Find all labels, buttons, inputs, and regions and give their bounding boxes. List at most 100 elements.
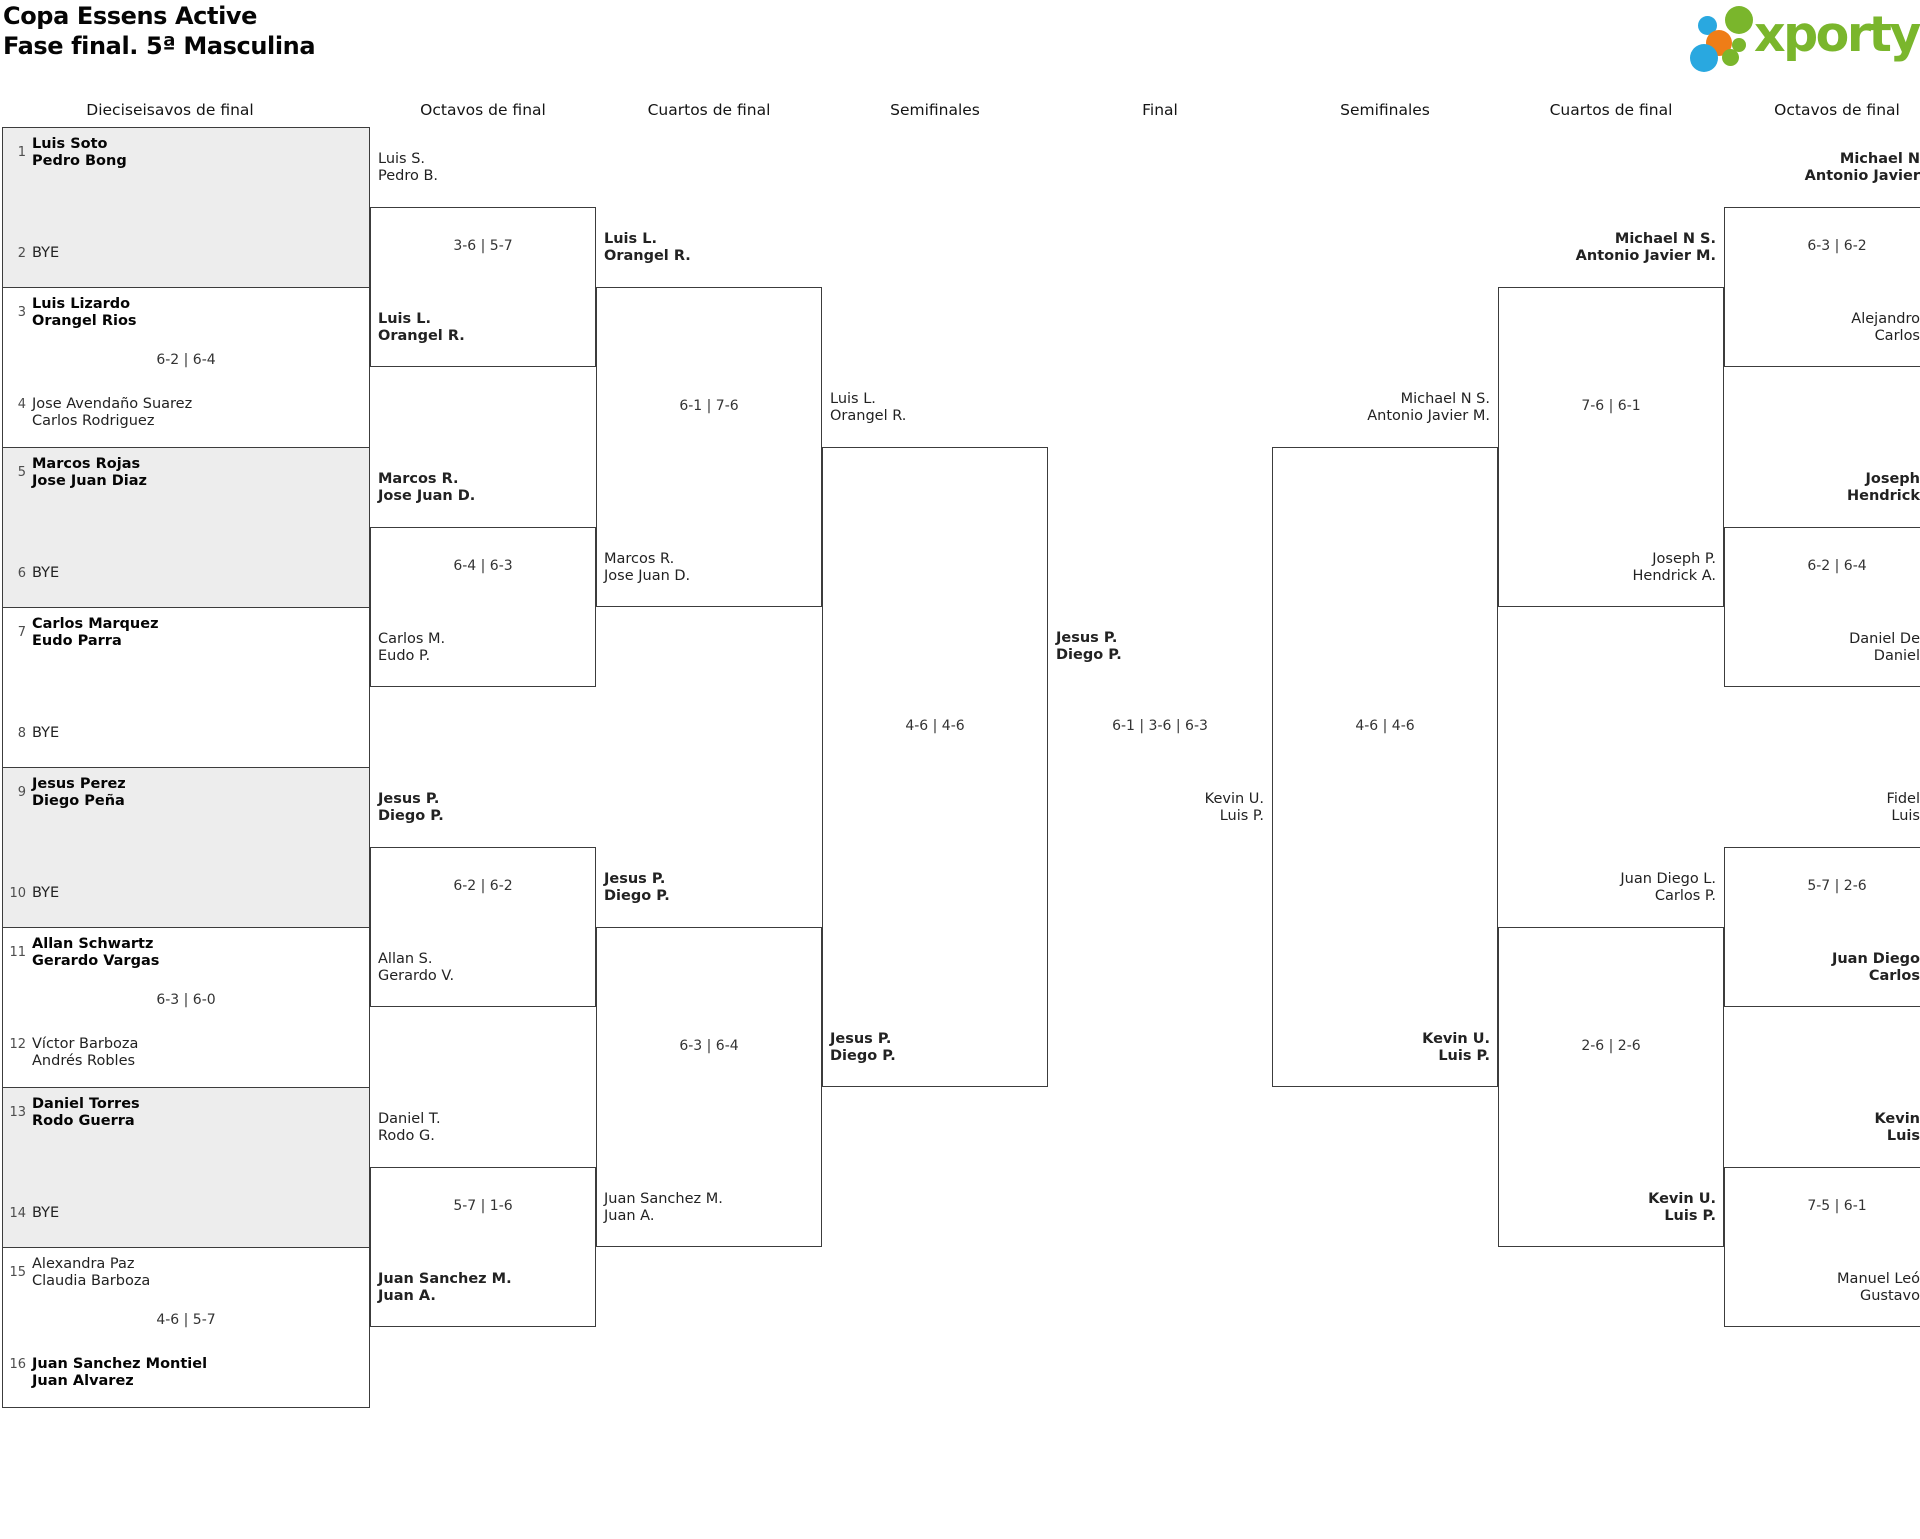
round-header-octavos-right: Octavos de final	[1774, 101, 1900, 119]
team-label: Marcos R.Jose Juan D.	[604, 551, 691, 584]
team-label: Luis L.Orangel R.	[378, 311, 465, 344]
team-label: Luis L.Orangel R.	[830, 391, 907, 424]
round-header-final: Final	[1142, 101, 1178, 119]
match-score: 6-2 | 6-4	[156, 352, 216, 368]
team-label: Luis S.Pedro B.	[378, 151, 439, 184]
team-label: Joseph P.Hendrick A.	[1632, 551, 1716, 584]
seed-number: 16	[9, 1357, 26, 1372]
seed-number: 2	[17, 246, 26, 261]
match-score: 4-6 | 4-6	[1355, 718, 1415, 734]
round-header-cuartos-right: Cuartos de final	[1549, 101, 1673, 119]
team-name: BYE	[32, 725, 60, 741]
cuartos-right-match-box	[1498, 927, 1724, 1247]
page-title: Copa Essens Active Fase final. 5ª Mascul…	[3, 1, 316, 61]
seed-number: 8	[17, 726, 26, 741]
team-name: BYE	[32, 245, 60, 261]
match-score: 6-2 | 6-4	[1807, 558, 1867, 574]
match-score: 6-1 | 7-6	[679, 398, 739, 414]
match-score: 7-6 | 6-1	[1581, 398, 1641, 414]
team-label: Jesus P.Diego P.	[604, 871, 670, 904]
match-score: 7-5 | 6-1	[1807, 1198, 1867, 1214]
team-label: Michael N S.Antonio Javier M.	[1575, 231, 1716, 264]
seed-number: 6	[17, 566, 26, 581]
match-score: 5-7 | 1-6	[453, 1198, 513, 1214]
cuartos-left-match-box	[596, 927, 822, 1247]
match-score: 6-2 | 6-2	[453, 878, 513, 894]
octavos-right-match-box	[1724, 1167, 1920, 1327]
finalist-label: Kevin U.Luis P.	[1204, 791, 1264, 824]
team-name: BYE	[32, 565, 60, 581]
team-label: Daniel T.Rodo G.	[378, 1111, 441, 1144]
team-name: BYE	[32, 885, 60, 901]
seed-number: 1	[17, 145, 26, 160]
seed-number: 14	[9, 1206, 26, 1221]
tournament-name: Copa Essens Active	[3, 2, 258, 30]
octavos-left-match-box	[370, 847, 596, 1007]
octavos-left-match-box	[370, 1167, 596, 1327]
team-label: Kevin U.Luis P.	[1648, 1191, 1716, 1224]
match-score: 6-3 | 6-4	[679, 1038, 739, 1054]
team-label: Carlos M.Eudo P.	[378, 631, 446, 664]
match-score: 4-6 | 4-6	[905, 718, 965, 734]
team-name: BYE	[32, 1205, 60, 1221]
match-score: 2-6 | 2-6	[1581, 1038, 1641, 1054]
seed-number: 3	[17, 305, 26, 320]
semifinal-right-match-box	[1272, 447, 1498, 1087]
logo-dot-green-small-icon	[1722, 49, 1739, 66]
final-score: 6-1 | 3-6 | 6-3	[1112, 718, 1208, 734]
team-label: Michael N S.Antonio Javier M.	[1367, 391, 1490, 424]
seed-number: 11	[9, 945, 26, 960]
octavos-right-match-box	[1724, 847, 1920, 1007]
logo-dot-blue-large-icon	[1690, 44, 1718, 72]
team-label: Kevin U.Luis P.	[1422, 1031, 1490, 1064]
logo-dot-green-large-icon	[1725, 6, 1753, 34]
round-header-octavos-left: Octavos de final	[420, 101, 546, 119]
match-score: 6-4 | 6-3	[453, 558, 513, 574]
match-score: 5-7 | 2-6	[1807, 878, 1867, 894]
team-label: Juan Sanchez M.Juan A.	[378, 1271, 512, 1304]
seed-number: 9	[17, 785, 26, 800]
octavos-left-match-box	[370, 207, 596, 367]
seed-number: 5	[17, 465, 26, 480]
match-score: 6-3 | 6-0	[156, 992, 216, 1008]
round-header-dieciseisavos: Dieciseisavos de final	[86, 101, 254, 119]
logo-dot-blue-small-icon	[1698, 16, 1717, 35]
round-header-semifinales-left: Semifinales	[890, 101, 980, 119]
match-score: 4-6 | 5-7	[156, 1312, 216, 1328]
finalist-label: Jesus P.Diego P.	[1056, 630, 1122, 663]
round-header-cuartos-left: Cuartos de final	[647, 101, 771, 119]
logo-wordmark: xporty	[1754, 6, 1920, 63]
octavos-left-match-box	[370, 527, 596, 687]
cuartos-right-match-box	[1498, 287, 1724, 607]
seed-number: 12	[9, 1037, 26, 1052]
team-label: Jesus P.Diego P.	[378, 791, 444, 824]
team-label: Marcos R.Jose Juan D.	[378, 471, 476, 504]
phase-name: Fase final. 5ª Masculina	[3, 32, 316, 60]
